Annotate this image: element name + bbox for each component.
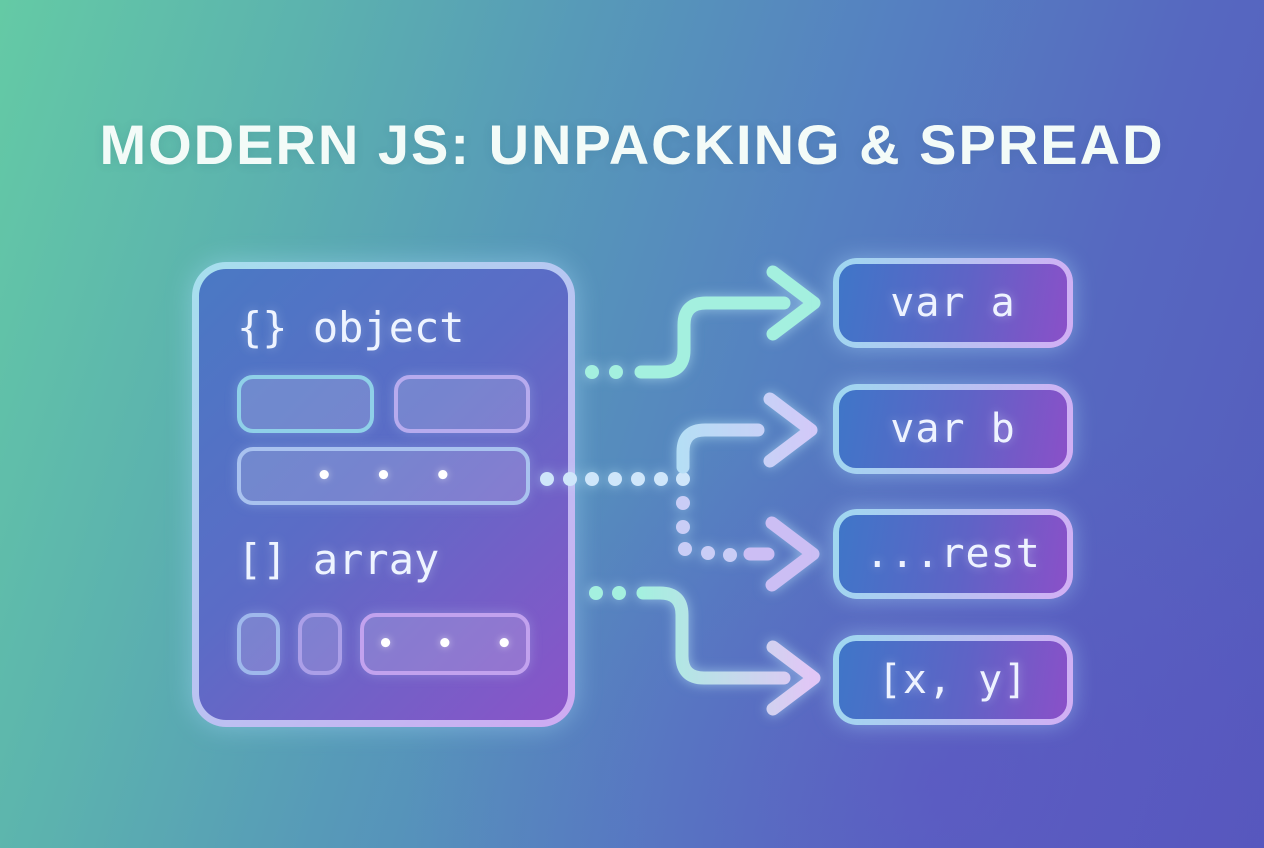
arrowhead-icon: [765, 516, 820, 592]
object-rest-slot: • • •: [237, 447, 530, 505]
target-box-xy: [x, y]: [833, 635, 1073, 725]
source-panel: {} object • • • [] array • • •: [192, 262, 575, 727]
object-label: {} object: [237, 303, 465, 352]
array-item-slot-1: [237, 613, 281, 675]
target-label: ...rest: [839, 515, 1067, 593]
target-label: [x, y]: [839, 641, 1067, 719]
arrowhead-icon: [763, 392, 818, 468]
target-box-var-a: var a: [833, 258, 1073, 348]
arrowhead-icon: [766, 640, 821, 716]
target-label: var a: [839, 264, 1067, 342]
arrow-object-to-var-a: [585, 265, 821, 379]
arrow-split-to-var-b: [676, 392, 818, 474]
array-label: [] array: [237, 535, 440, 584]
arrow-array-to-xy: [589, 586, 821, 716]
target-box-var-b: var b: [833, 384, 1073, 474]
ellipsis-dots: • • •: [316, 461, 465, 491]
target-label: var b: [839, 390, 1067, 468]
array-item-slot-2: [298, 613, 342, 675]
target-box-rest: ...rest: [833, 509, 1073, 599]
object-property-slot-2: [393, 375, 530, 433]
arrowhead-icon: [766, 265, 821, 341]
array-rest-slot: • • •: [359, 613, 530, 675]
page-title: MODERN JS: UNPACKING & SPREAD: [99, 113, 1165, 176]
dotted-arrow-to-rest: [676, 496, 820, 592]
array-items-row: • • •: [237, 613, 530, 675]
object-properties-row: [237, 375, 530, 433]
ellipsis-dots: • • •: [377, 629, 526, 659]
object-property-slot-1: [237, 375, 374, 433]
source-panel-body: {} object • • • [] array • • •: [199, 269, 568, 720]
